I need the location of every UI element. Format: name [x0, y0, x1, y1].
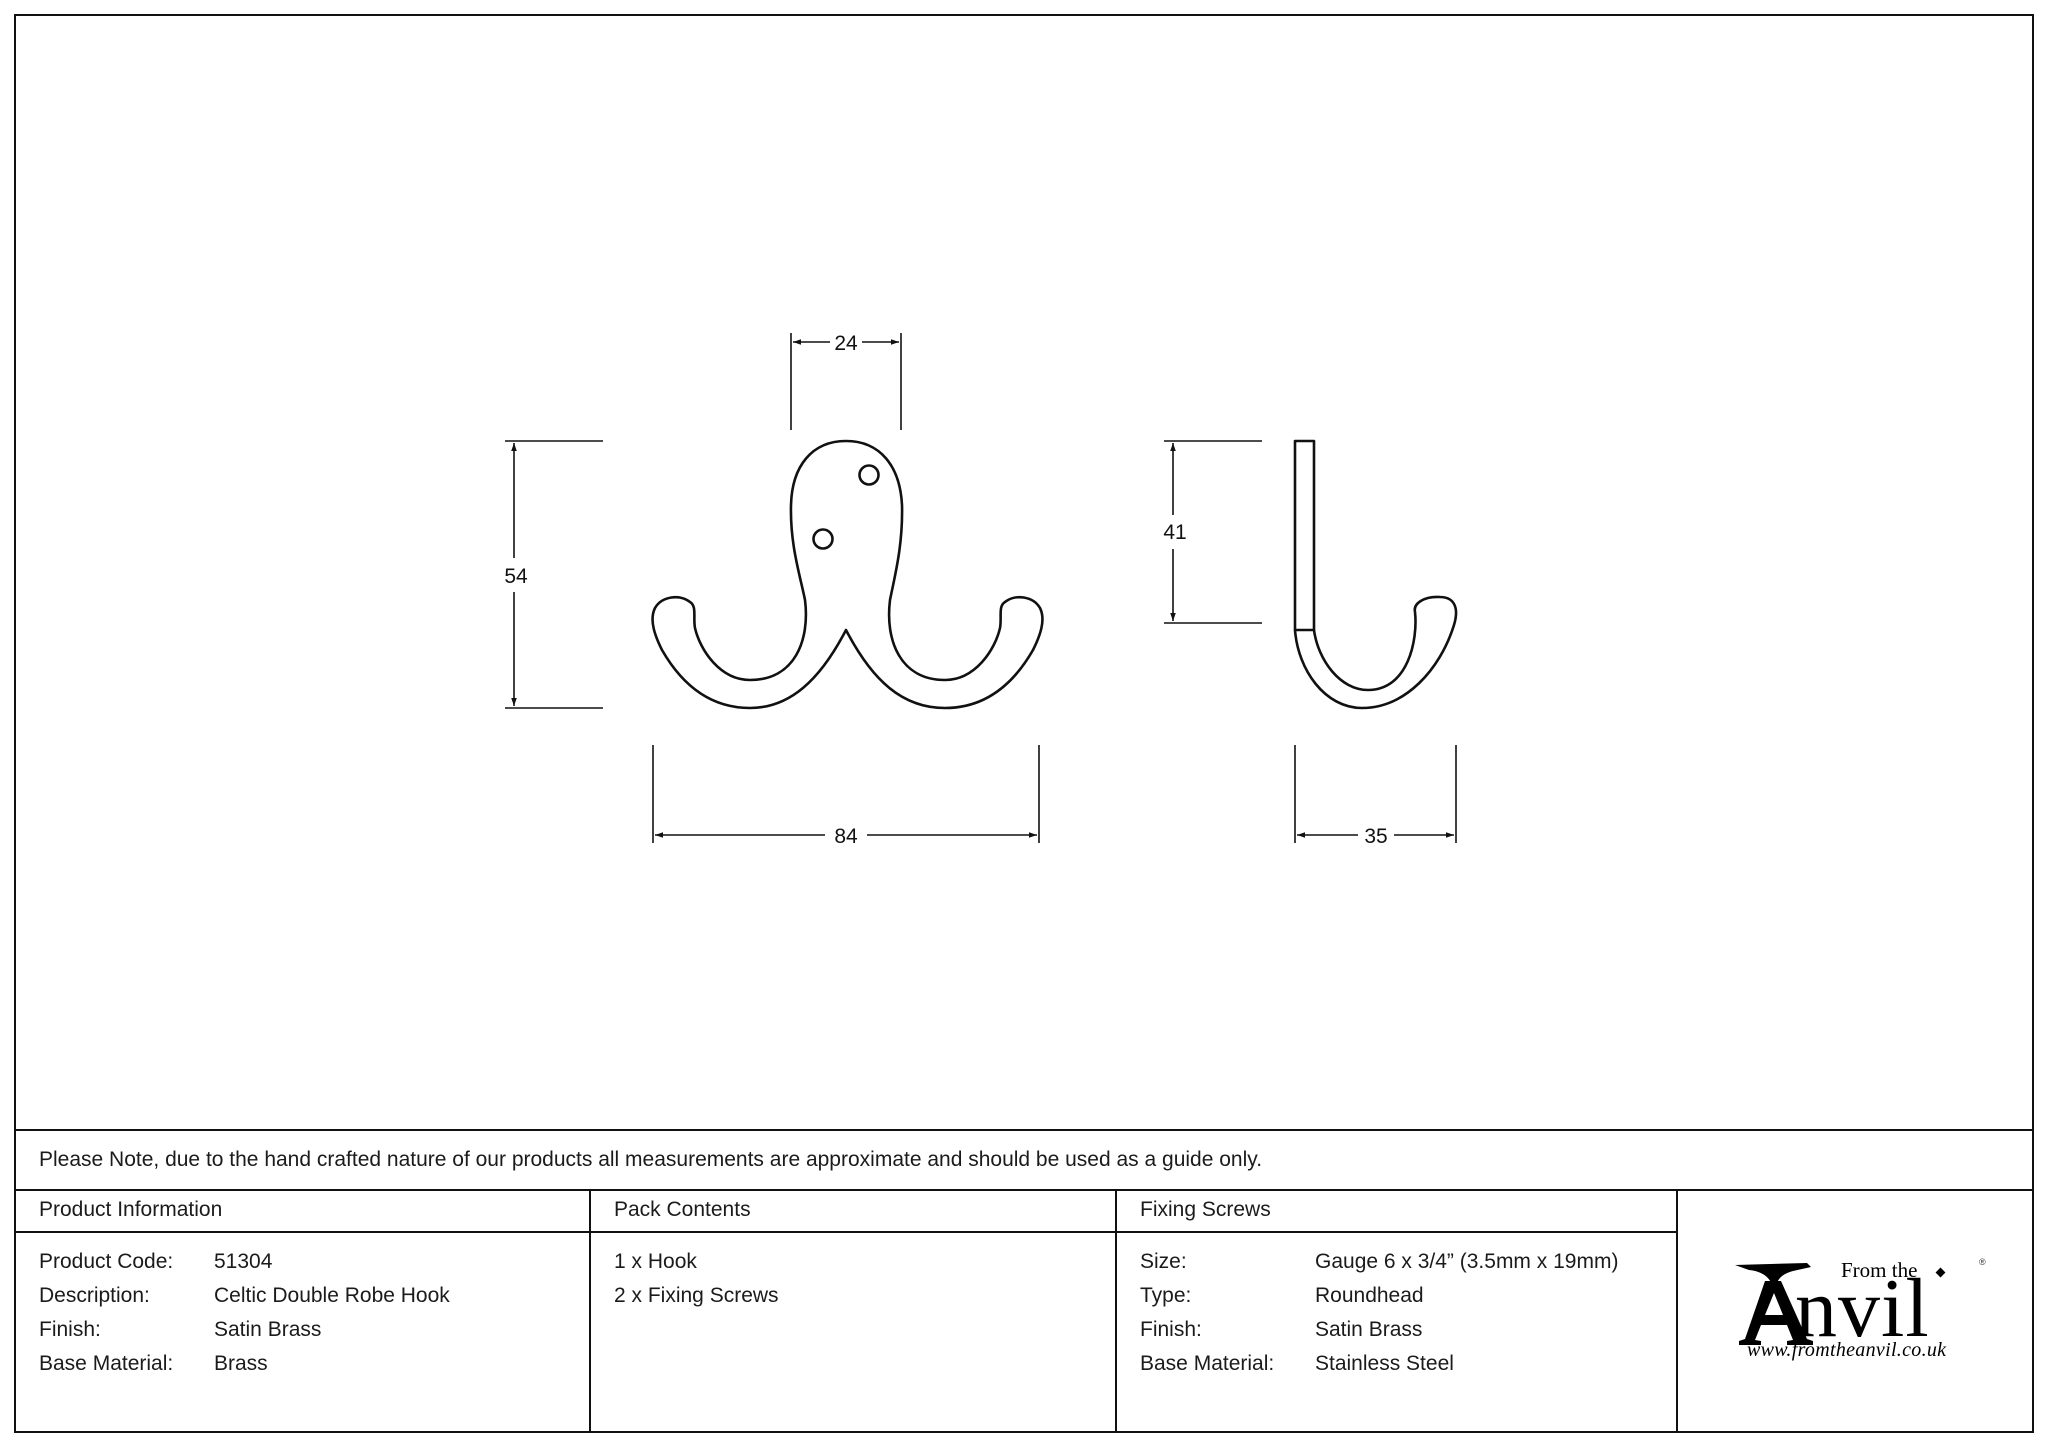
base-material-value: Brass — [214, 1352, 268, 1375]
screw-type-label: Type: — [1140, 1284, 1192, 1307]
side-view-hook — [1293, 439, 1458, 710]
screw-hole-upper — [858, 464, 880, 486]
note-bottom-rule — [14, 1189, 2033, 1191]
logo-diamond-icon — [1935, 1267, 1946, 1278]
product-code-label: Product Code: — [39, 1250, 174, 1273]
logo-from-the: From the — [1841, 1258, 1918, 1282]
header-bottom-rule — [14, 1231, 1677, 1233]
product-code-value: 51304 — [214, 1250, 273, 1273]
table-top-rule — [14, 1129, 2033, 1131]
screw-material-value: Stainless Steel — [1315, 1352, 1454, 1375]
description-value: Celtic Double Robe Hook — [214, 1284, 450, 1307]
dimension-35 — [1294, 745, 1457, 843]
description-label: Description: — [39, 1284, 150, 1307]
dim-label-54: 54 — [504, 565, 528, 588]
logo-registered-mark: ® — [1979, 1257, 1986, 1267]
from-the-anvil-logo: From the ® nvil www.fromtheanvil.co.uk — [1735, 1255, 1995, 1365]
finish-value: Satin Brass — [214, 1318, 322, 1341]
col-divider-3 — [1676, 1189, 1678, 1432]
fixing-screws-heading: Fixing Screws — [1140, 1198, 1271, 1221]
screw-finish-value: Satin Brass — [1315, 1318, 1423, 1341]
dimension-24 — [790, 333, 902, 430]
anvil-icon — [1735, 1263, 1813, 1345]
dimension-84 — [652, 745, 1040, 843]
front-view-hook — [651, 439, 1044, 710]
screw-size-label: Size: — [1140, 1250, 1187, 1273]
product-info-heading: Product Information — [39, 1198, 223, 1221]
dimension-54 — [505, 440, 603, 709]
dim-label-84: 84 — [834, 825, 858, 848]
screw-type-value: Roundhead — [1315, 1284, 1424, 1307]
dimension-41 — [1164, 440, 1262, 624]
pack-item-screws: 2 x Fixing Screws — [614, 1284, 779, 1307]
pack-contents-heading: Pack Contents — [614, 1198, 751, 1221]
screw-material-label: Base Material: — [1140, 1352, 1275, 1375]
screw-finish-label: Finish: — [1140, 1318, 1202, 1341]
logo-wordmark: nvil — [1795, 1262, 1930, 1355]
dim-label-35: 35 — [1364, 825, 1387, 848]
pack-item-hook: 1 x Hook — [614, 1250, 697, 1273]
screw-hole-lower — [812, 528, 834, 550]
finish-label: Finish: — [39, 1318, 101, 1341]
dim-label-41: 41 — [1163, 521, 1186, 544]
drawing-frame — [14, 14, 2034, 1433]
col-divider-1 — [589, 1189, 591, 1432]
base-material-label: Base Material: — [39, 1352, 174, 1375]
measurement-note: Please Note, due to the hand crafted nat… — [39, 1148, 1263, 1171]
dim-label-24: 24 — [834, 332, 858, 355]
screw-size-value: Gauge 6 x 3/4” (3.5mm x 19mm) — [1315, 1250, 1619, 1273]
col-divider-2 — [1115, 1189, 1117, 1432]
logo-url: www.fromtheanvil.co.uk — [1747, 1339, 1947, 1361]
